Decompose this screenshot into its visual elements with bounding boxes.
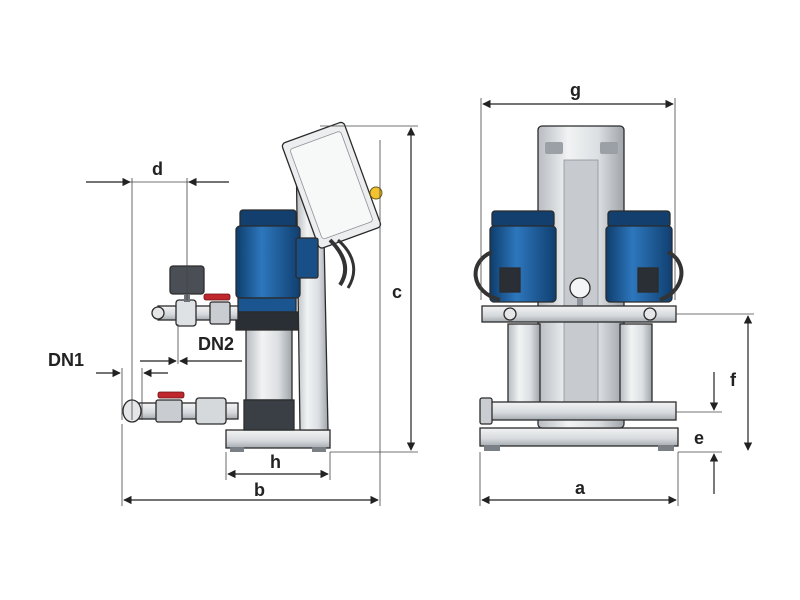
- dimension-lines: [86, 98, 754, 506]
- side-cable-1: [328, 238, 348, 287]
- side-pump-stack: [245, 329, 293, 401]
- front-column-slot-right: [600, 142, 618, 154]
- front-base-foot-right: [658, 445, 674, 451]
- side-delivery-fitting: [175, 299, 197, 327]
- side-view: [122, 121, 383, 452]
- front-suction-end: [479, 397, 493, 425]
- dim-label-h: h: [270, 452, 281, 472]
- side-delivery-valve-handle: [203, 293, 231, 301]
- front-left-pump-stack: [507, 323, 541, 405]
- front-left-motor-fan: [491, 210, 555, 228]
- side-base-foot-left: [230, 447, 244, 452]
- front-right-terminal: [637, 267, 659, 293]
- front-cable-left: [473, 250, 501, 302]
- side-motor-body: [235, 225, 301, 299]
- side-suction-valve-handle: [157, 391, 185, 399]
- side-base-foot-right: [312, 447, 326, 452]
- side-pump-head: [235, 311, 299, 331]
- dim-label-c: c: [392, 282, 402, 302]
- dim-label-dn1: DN1: [48, 350, 84, 370]
- front-delivery-valve-right: [643, 307, 657, 321]
- dim-label-g: g: [570, 80, 581, 100]
- side-control-knob: [369, 186, 383, 200]
- side-suction-valve: [155, 399, 183, 423]
- dim-label-e: e: [694, 428, 704, 448]
- front-base-foot-left: [484, 445, 500, 451]
- front-delivery-valve-left: [503, 307, 517, 321]
- side-pump-bottom: [243, 399, 295, 431]
- front-cable-right: [659, 250, 684, 302]
- front-right-pump-stack: [619, 323, 653, 405]
- dim-label-dn2: DN2: [198, 334, 234, 354]
- front-view: [473, 125, 684, 451]
- front-left-terminal: [499, 267, 521, 293]
- dim-label-b: b: [254, 480, 265, 500]
- dim-label-a: a: [575, 478, 586, 498]
- side-delivery-end: [151, 306, 165, 320]
- front-right-motor-fan: [607, 210, 671, 228]
- side-suction-fitting: [195, 397, 227, 425]
- side-base-plate: [225, 429, 331, 449]
- side-control-box: [281, 121, 382, 249]
- side-motor-flange: [237, 297, 297, 313]
- front-base-plate: [479, 427, 679, 447]
- dim-label-d: d: [152, 159, 163, 179]
- dim-label-f: f: [730, 370, 737, 390]
- side-delivery-valve: [209, 301, 231, 325]
- front-pressure-gauge: [569, 277, 591, 299]
- front-gauge-stem: [577, 298, 583, 308]
- side-terminal-box: [295, 237, 319, 279]
- front-column-slot-left: [545, 142, 563, 154]
- side-motor-fan-cover: [239, 209, 297, 229]
- side-cable-2: [336, 238, 356, 289]
- front-suction-manifold: [481, 401, 677, 421]
